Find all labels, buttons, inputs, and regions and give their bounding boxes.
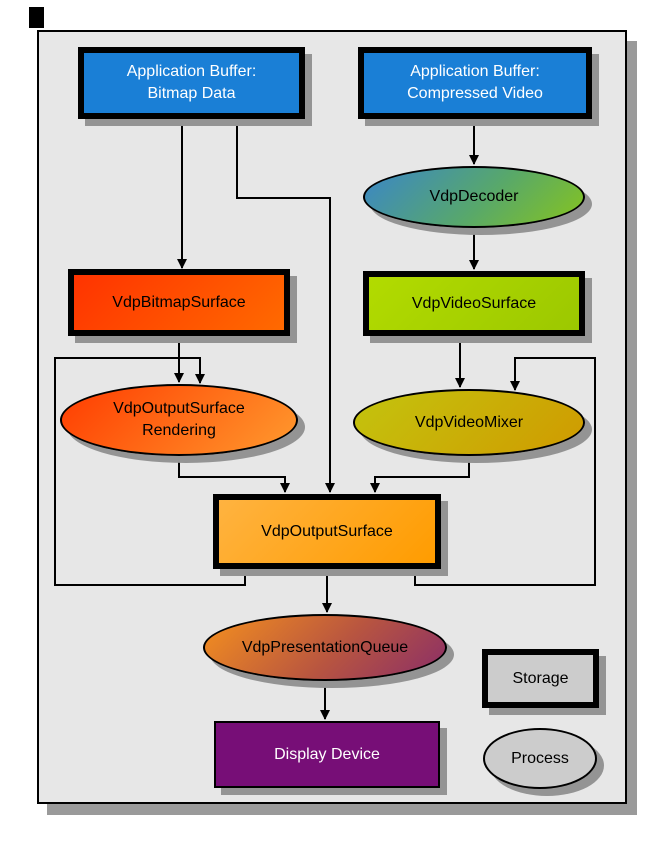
node-vdpvideosurface: VdpVideoSurface (363, 271, 585, 336)
node-vdpvideomixer: VdpVideoMixer (353, 389, 585, 456)
legend-storage: Storage (482, 649, 599, 708)
node-label: VdpVideoMixer (414, 413, 524, 431)
node-label-line1: Application Buffer: (126, 63, 257, 80)
node-label: VdpPresentationQueue (241, 638, 409, 656)
node-label: VdpVideoSurface (411, 294, 537, 312)
node-label: VdpOutputSurface (261, 522, 393, 540)
node-vdpoutputsurface: VdpOutputSurface (213, 494, 441, 569)
node-display-device: Display Device (214, 721, 440, 788)
legend-storage-label: Storage (512, 669, 569, 687)
node-label-line2: Rendering (142, 422, 216, 439)
node-label: Display Device (274, 745, 380, 763)
node-vdppresentationqueue: VdpPresentationQueue (203, 614, 447, 681)
node-label-line2: Compressed Video (407, 85, 543, 102)
legend-process-label: Process (511, 749, 569, 767)
node-vdpoutputsurface-rendering: VdpOutputSurface Rendering (60, 384, 298, 456)
node-label-line1: VdpOutputSurface (113, 400, 245, 417)
node-label-line1: Application Buffer: (410, 63, 540, 80)
node-label: VdpBitmapSurface (112, 293, 246, 311)
node-label: VdpDecoder (429, 188, 519, 205)
node-vdpdecoder: VdpDecoder (363, 166, 585, 228)
node-application-buffer-compressed-video: Application Buffer: Compressed Video (358, 47, 592, 119)
node-vdpbitmapsurface: VdpBitmapSurface (68, 269, 290, 336)
node-label-line2: Bitmap Data (147, 85, 236, 102)
legend-process: Process (483, 728, 597, 789)
node-application-buffer-bitmap-data: Application Buffer: Bitmap Data (78, 47, 305, 119)
corner-mark (29, 7, 44, 28)
